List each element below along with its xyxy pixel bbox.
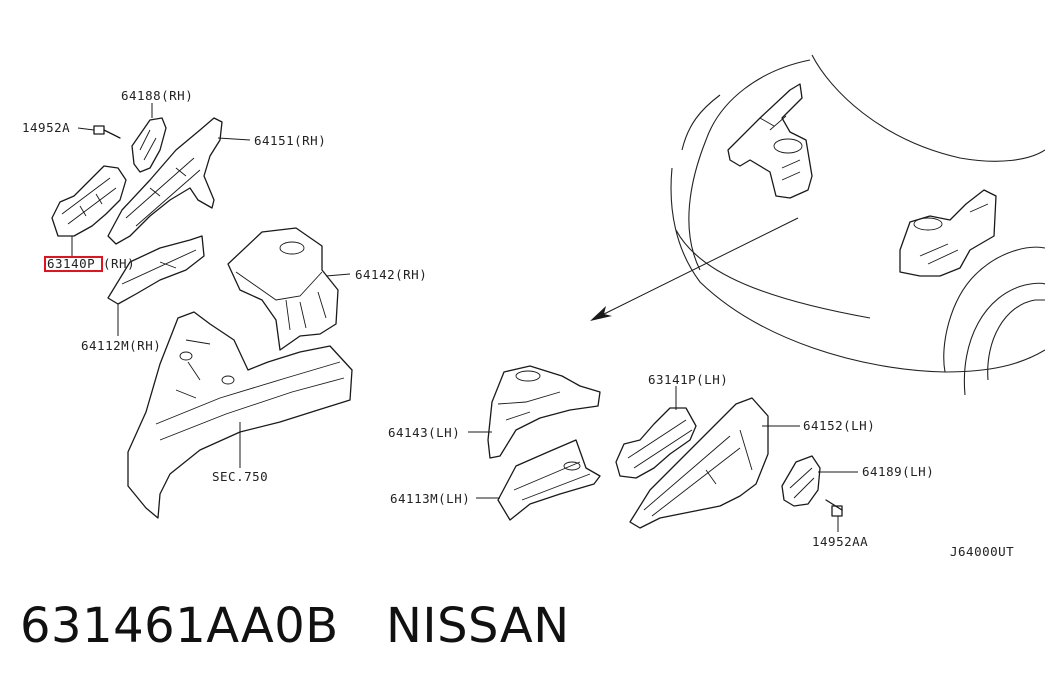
label-64113m-lh: 64113M(LH): [390, 491, 470, 506]
part-14952aa-bolt: [825, 499, 843, 532]
part-sec-750-side-member: [127, 311, 353, 519]
part-64142-rh: [227, 227, 351, 351]
label-14952aa: 14952AA: [812, 534, 868, 549]
callout-labels: 64188(RH) 14952A 64151(RH) 63140P (RH) 6…: [22, 88, 1014, 559]
part-14952a-bolt: [77, 125, 121, 139]
direction-arrow: [590, 217, 799, 321]
part-64112m-rh: [107, 235, 205, 336]
part-64152-lh: [629, 397, 800, 529]
label-64188-rh: 64188(RH): [121, 88, 193, 103]
part-caption: 631461AA0B NISSAN: [20, 598, 570, 654]
label-63140p: 63140P: [47, 256, 95, 271]
car-apron-rh: [727, 83, 813, 199]
part-64188-rh: [131, 103, 167, 173]
label-63141p-lh: 63141P(LH): [648, 372, 728, 387]
figure-code: J64000UT: [950, 544, 1014, 559]
label-63140p-side: (RH): [103, 256, 135, 271]
brand-name: NISSAN: [386, 598, 570, 654]
part-64151-rh: [107, 117, 251, 245]
part-63141p-lh: [615, 386, 697, 479]
label-64151-rh: 64151(RH): [254, 133, 326, 148]
part-64189-lh: [781, 455, 858, 507]
car-apron-lh: [899, 189, 997, 277]
label-64152-lh: 64152(LH): [803, 418, 875, 433]
part-number: 631461AA0B: [20, 598, 339, 654]
car-front-outline: [670, 54, 1045, 396]
label-64112m-rh: 64112M(RH): [81, 338, 161, 353]
label-64142-rh: 64142(RH): [355, 267, 427, 282]
part-63140p-rh: [51, 165, 127, 256]
part-64113m-lh: [476, 439, 601, 521]
highlighted-part-callout: [44, 256, 103, 272]
label-64143-lh: 64143(LH): [388, 425, 460, 440]
label-sec-750: SEC.750: [212, 469, 268, 484]
label-64189-lh: 64189(LH): [862, 464, 934, 479]
part-64143-lh: [468, 365, 601, 459]
label-14952a: 14952A: [22, 120, 70, 135]
